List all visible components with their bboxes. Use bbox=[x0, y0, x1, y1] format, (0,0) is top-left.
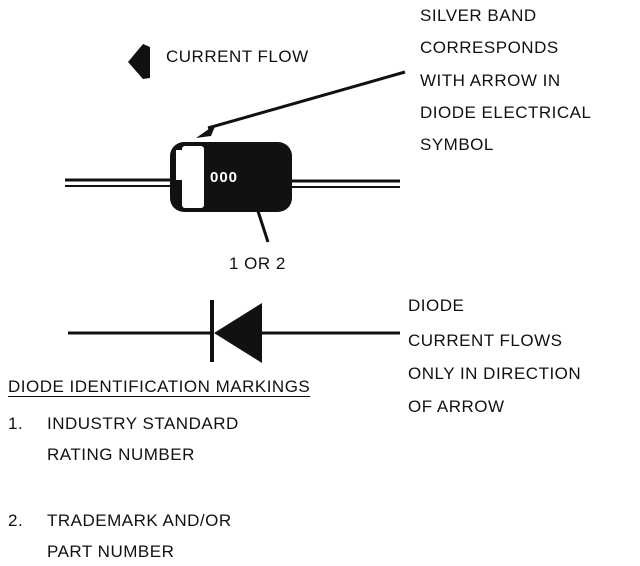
markings-item-line: PART NUMBER bbox=[47, 542, 175, 561]
marking-leader-arrowhead bbox=[250, 195, 264, 210]
diode-note-line: OF ARROW bbox=[408, 397, 505, 416]
current-flow-arrow-icon bbox=[128, 44, 150, 79]
markings-item-line: RATING NUMBER bbox=[47, 445, 195, 464]
diode-note-line: CURRENT FLOWS bbox=[408, 331, 563, 350]
current-flow-label: CURRENT FLOW bbox=[166, 47, 309, 66]
silver-band bbox=[182, 146, 204, 208]
markings-item-number: 2. bbox=[8, 511, 24, 530]
silver-band-note-line: CORRESPONDS bbox=[420, 38, 559, 57]
diode-note-line: DIODE bbox=[408, 296, 465, 315]
markings-item-line: TRADEMARK AND/OR bbox=[47, 511, 232, 530]
marking-callout: 1 OR 2 bbox=[229, 254, 286, 273]
silver-band-note-line: SYMBOL bbox=[420, 135, 494, 154]
diode-symbol-triangle bbox=[214, 303, 262, 363]
silver-band-note-line: WITH ARROW IN bbox=[420, 71, 561, 90]
marking-leader bbox=[254, 204, 270, 243]
body-marking: 000 bbox=[210, 169, 239, 186]
markings-item-number: 1. bbox=[8, 414, 24, 433]
markings-title: DIODE IDENTIFICATION MARKINGS bbox=[8, 377, 311, 396]
silver-band-highlight bbox=[176, 150, 182, 180]
markings-item-line: INDUSTRY STANDARD bbox=[47, 414, 239, 433]
diode-note-line: ONLY IN DIRECTION bbox=[408, 364, 582, 383]
silver-band-note-line: SILVER BAND bbox=[420, 6, 537, 25]
silver-band-note-line: DIODE ELECTRICAL bbox=[420, 103, 592, 122]
silver-band-leader-arrowhead bbox=[196, 124, 216, 138]
silver-band-leader bbox=[207, 70, 406, 130]
